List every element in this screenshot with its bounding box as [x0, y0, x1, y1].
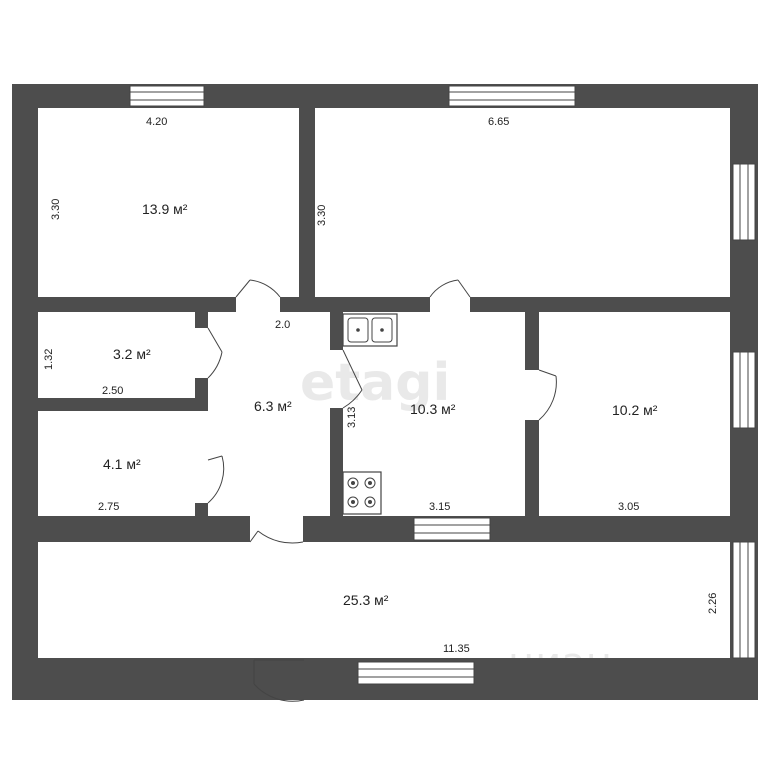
dim-bedroom2-width: 3.05: [618, 501, 639, 513]
wall-kitchen-right-a: [525, 312, 539, 370]
dim-pantry-height: 1.32: [43, 349, 55, 370]
dim-pantry-width: 2.50: [102, 385, 123, 397]
door-bathroom: [207, 455, 225, 504]
room-area-bedroom-2: 10.2 м²: [612, 402, 658, 418]
window-right-3: [732, 541, 756, 659]
wall-hall-right-a: [330, 312, 343, 350]
dim-top-left-height: 3.30: [50, 199, 62, 220]
windows: [129, 85, 756, 685]
stove-icon: [342, 471, 382, 515]
window-right-1: [732, 163, 756, 241]
door-bedroom1: [235, 279, 281, 298]
sink-icon: [342, 313, 398, 347]
room-area-living: 25.3 м²: [343, 592, 389, 608]
window-top-left: [129, 85, 205, 107]
wall-left: [12, 84, 38, 700]
wall-hall-right-b: [330, 408, 343, 517]
wall-h1-c: [470, 297, 730, 312]
door-bedroom2: [538, 369, 557, 421]
wall-kitchen-right-b: [525, 420, 539, 517]
dim-top-right-width: 6.65: [488, 116, 509, 128]
dim-top-right-height: 3.30: [316, 205, 328, 226]
room-area-bedroom-1: 13.9 м²: [142, 201, 188, 217]
wall-v-top: [299, 108, 315, 312]
wall-pantry-bath: [38, 398, 208, 411]
dim-living-width: 11.35: [443, 643, 470, 655]
room-area-bathroom: 4.1 м²: [103, 456, 141, 472]
dim-living-height: 2.26: [707, 593, 719, 614]
room-area-kitchen: 10.3 м²: [410, 401, 456, 417]
wall-hall-left-b: [195, 378, 208, 410]
wall-hall-left-a: [195, 312, 208, 328]
dim-hall-width: 2.0: [275, 319, 290, 331]
etagi-watermark: etagi: [300, 353, 450, 413]
dim-kitchen-height: 3.13: [346, 407, 358, 428]
wall-h2-a: [38, 516, 250, 542]
wall-h2-b: [303, 516, 730, 542]
door-hall-living: [249, 530, 304, 544]
dim-bathroom-width: 2.75: [98, 501, 119, 513]
window-right-2: [732, 351, 756, 429]
doors: [207, 279, 557, 702]
room-area-hall: 6.3 м²: [254, 398, 292, 414]
window-kitchen: [413, 517, 491, 541]
window-bottom: [357, 661, 475, 685]
door-entrance: [253, 659, 305, 702]
door-kitchen-left: [342, 349, 363, 409]
door-kitchen-top: [429, 279, 471, 298]
wall-top: [12, 84, 758, 108]
room-area-pantry: 3.2 м²: [113, 346, 151, 362]
wall-h1-b: [280, 297, 430, 312]
dim-kitchen-width: 3.15: [429, 501, 450, 513]
wall-hall-left-c: [195, 503, 208, 517]
wall-h1-a: [38, 297, 236, 312]
dim-top-left-width: 4.20: [146, 116, 167, 128]
window-top-right: [448, 85, 576, 107]
door-pantry: [207, 327, 223, 379]
